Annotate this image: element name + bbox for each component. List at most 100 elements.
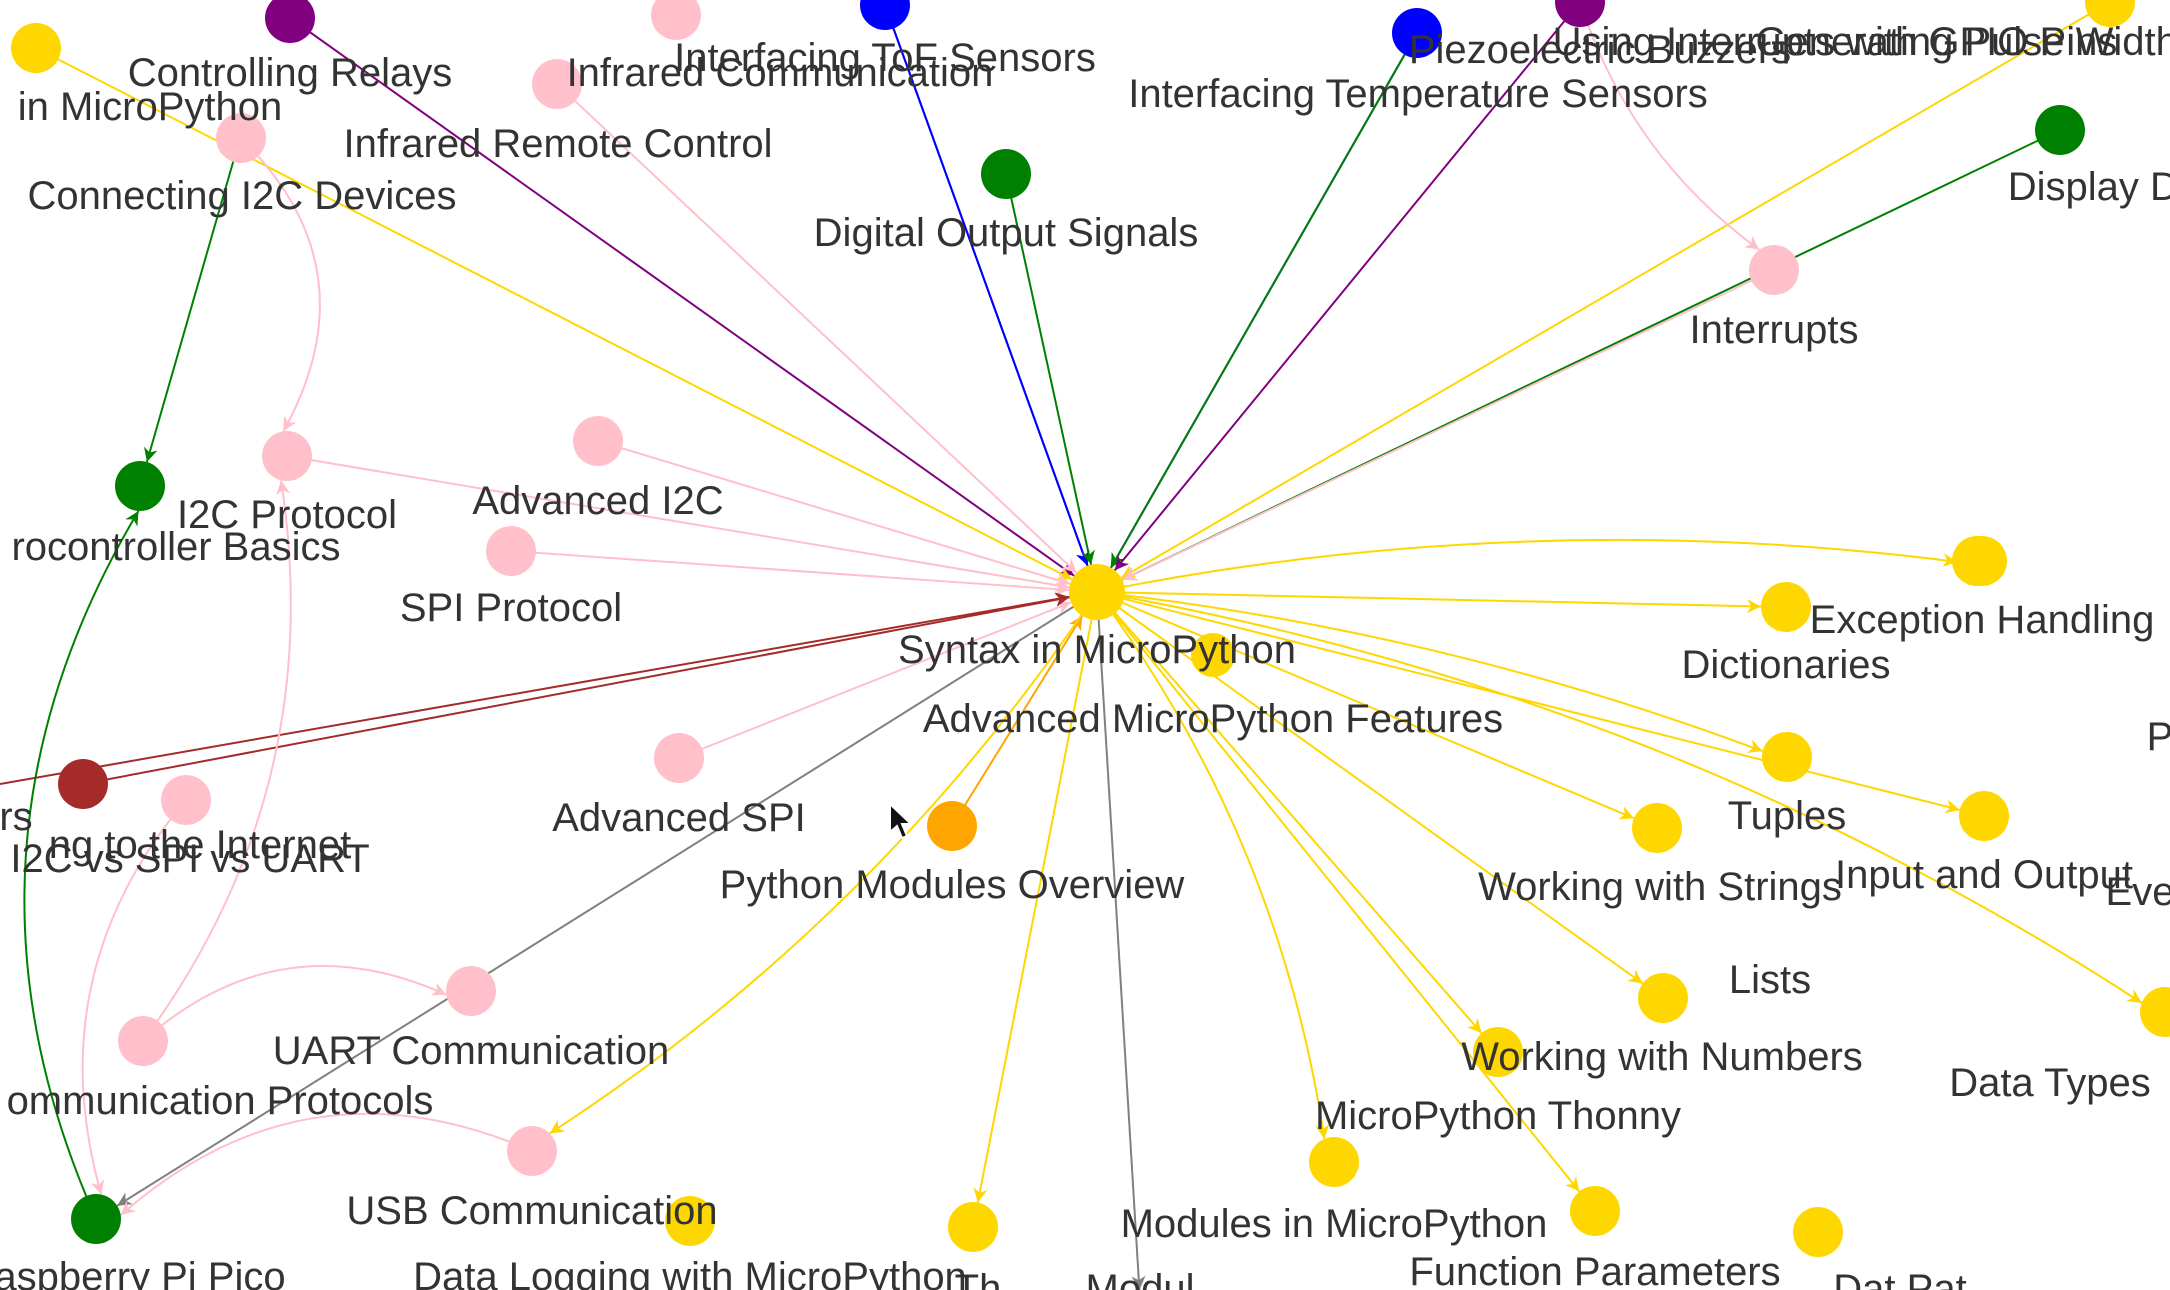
label-tuples: Tuples [1728,794,1847,838]
node-i2c_spi_uart[interactable] [161,775,211,825]
edge-pwm-to-syntax [1120,1,2111,579]
edge-interrupts_gpio-to-interrupts [1579,1,1760,251]
label-python_modules_overview: Python Modules Overview [720,863,1185,907]
label-display_drawing: Display Drawi [2008,165,2170,209]
label-uart: UART Communication [273,1029,669,1073]
edge-blank_blue-to-syntax [884,4,1090,567]
edge-usb-to-pico [120,1112,533,1216]
label-infrared_remote: Infrared Remote Control [343,122,772,166]
label-mcu_basics: rocontroller Basics [11,525,340,569]
edge-syntax-to-t_mod [973,591,1098,1203]
label-adv_mp_features: Advanced MicroPython Features [923,697,1503,741]
node-i2c_protocol[interactable] [262,431,312,481]
node-blank_pink_1[interactable] [651,0,701,40]
label-modul: Modul [1086,1267,1195,1290]
node-mcu_basics[interactable] [115,461,165,511]
edge-syntax-to-input_output [1096,591,1961,814]
node-strings[interactable] [1632,803,1682,853]
node-dictionaries[interactable] [1761,582,1811,632]
node-dat_cut[interactable] [1793,1207,1843,1257]
edge-temp_sensors-to-syntax [1110,32,1418,569]
label-comm_protocols: ommunication Protocols [7,1079,434,1123]
edge-advanced_i2c-to-syntax [597,440,1071,587]
label-thonny: MicroPython Thonny [1315,1094,1681,1138]
edge-syntax-to-tuples [1096,591,1764,753]
node-interrupts_gpio[interactable] [1555,0,1605,27]
label-controlling_relays: Controlling Relays [128,51,453,95]
node-tuples[interactable] [1762,732,1812,782]
node-lists[interactable] [1638,973,1688,1023]
label-in_micropython: in MicroPython [18,85,283,129]
edge-syntax-to-pico [116,591,1098,1207]
label-i2c_spi_uart: I2C vs SPI vs UART [10,837,369,881]
label-numbers: Working with Numbers [1461,1035,1863,1079]
edge-syntax-to-data_types [1096,591,2143,1004]
node-advanced_spi[interactable] [654,733,704,783]
node-advanced_i2c[interactable] [573,416,623,466]
node-internet[interactable] [58,759,108,809]
node-syntax[interactable] [1069,564,1125,620]
node-blank_gold_3[interactable] [2085,0,2135,27]
edge-syntax-to-thonny [1096,591,1330,1140]
edge-syntax-to-numbers [1096,591,1483,1034]
nodes-layer [11,0,2170,1257]
edge-controlling_relays-to-syntax [289,17,1075,577]
node-function_params[interactable] [1570,1186,1620,1236]
label-infrared_comm: Infrared Communication [567,51,994,95]
node-controlling_relays[interactable] [265,0,315,43]
edge-advanced_spi-to-syntax [678,600,1072,759]
edge-i2c_protocol-to-syntax [286,455,1070,592]
label-exception_handling: Exception Handling [1810,598,2155,642]
node-input_output[interactable] [1959,791,2009,841]
label-tof: Interfacing ToF Sensors [674,36,1096,80]
label-spi_protocol: SPI Protocol [400,586,622,630]
label-dictionaries: Dictionaries [1682,643,1891,687]
label-advanced_i2c: Advanced I2C [472,479,723,523]
label-internet: ng to the Internet [49,823,351,867]
node-t_mod[interactable] [948,1202,998,1252]
node-display_drawing[interactable] [2035,105,2085,155]
edge-connecting_i2c-to-mcu_basics [144,137,241,463]
edge-syntax-to-lists [1096,591,1644,985]
label-i2c_protocol: I2C Protocol [177,493,397,537]
label-syntax: Syntax in MicroPython [898,628,1296,672]
label-t_mod: Th [955,1267,1002,1290]
node-numbers[interactable] [1473,1027,1523,1077]
node-infrared_remote[interactable] [216,113,266,163]
label-usb: USB Communication [346,1189,717,1233]
node-piezo[interactable] [1392,8,1442,58]
node-data_logging[interactable] [665,1196,715,1246]
node-usb[interactable] [507,1126,557,1176]
node-uart[interactable] [446,966,496,1016]
label-digital_output: Digital Output Signals [814,211,1199,255]
edge-interrupts_gpio-to-syntax [1113,1,1581,571]
node-python_modules_overview[interactable] [927,801,977,851]
edge-interrupts-to-syntax [1121,269,1775,581]
node-in_micropython[interactable] [11,23,61,73]
node-interrupts[interactable] [1749,245,1799,295]
edge-i2c_spi_uart-to-pico [81,799,187,1195]
edge-python_modules_overview-to-syntax [951,615,1084,827]
node-data_types[interactable] [2140,987,2170,1037]
label-function_params: Function Parameters [1409,1250,1780,1290]
node-spi_protocol[interactable] [486,526,536,576]
label-modules_mp: Modules in MicroPython [1121,1202,1548,1246]
node-comm_protocols[interactable] [118,1016,168,1066]
edge-infrared_remote-to-i2c_protocol [240,137,321,432]
node-blank_gold_1[interactable] [1952,536,2002,586]
node-tof[interactable] [860,0,910,30]
edge-syntax-to-modul [1096,591,1146,1290]
node-infrared_comm[interactable] [532,59,582,109]
edge-comm_protocols-to-i2c_protocol [142,480,292,1042]
edge-internet-to-syntax [82,592,1070,785]
label-interrupts_gpio: Using Interrupts with GPIO Pins [1553,20,2118,64]
node-digital_output[interactable] [981,149,1031,199]
label-piezo: Piezoelectric Buzzers [1409,28,1791,72]
node-adv_mp_features[interactable] [1191,633,1235,677]
node-thonny[interactable] [1309,1137,1359,1187]
label-pwm: Generating Pulse Width Mo [1755,20,2170,64]
edge-syntax-to-exception_handling [1096,538,1958,593]
node-pico[interactable] [71,1194,121,1244]
